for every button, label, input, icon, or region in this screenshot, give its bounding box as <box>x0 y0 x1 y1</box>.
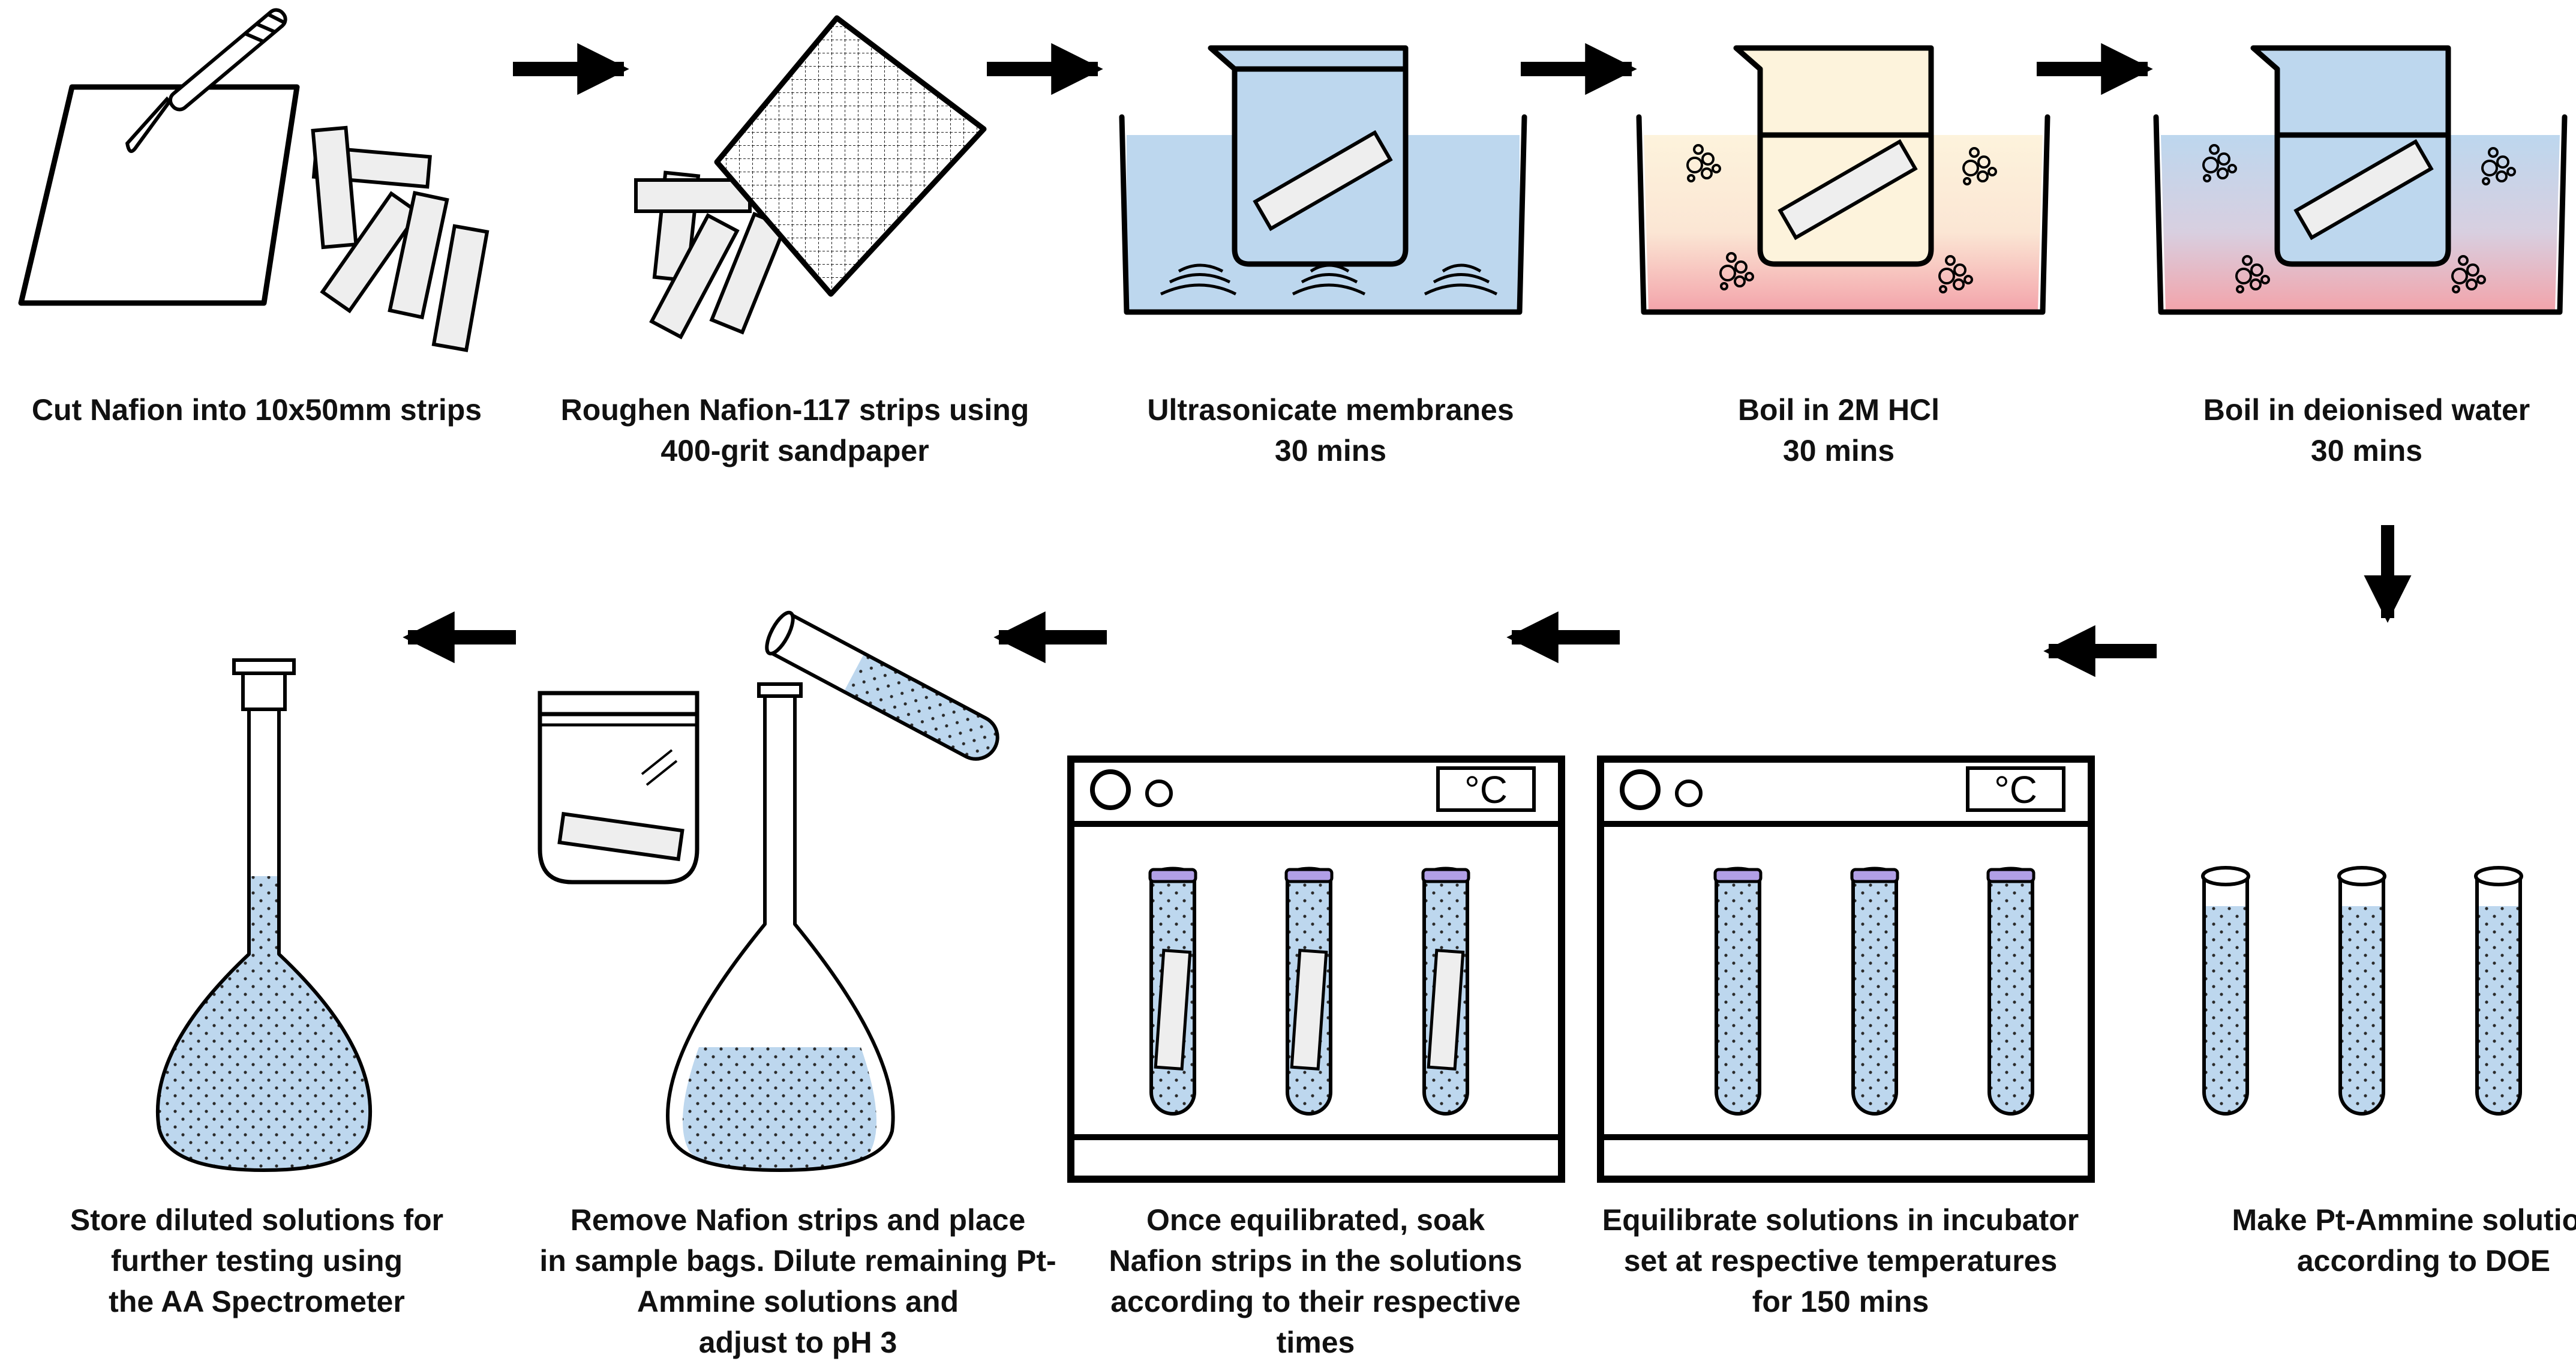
step-captions: Cut Nafion into 10x50mm strips Roughen Na… <box>32 393 2576 1359</box>
caption-line: 30 mins <box>1783 434 1895 467</box>
step-9-dilution <box>538 610 999 1172</box>
step-4-hcl-bath <box>1636 45 2050 315</box>
step-5-caption: Boil in deionised water 30 mins <box>2203 393 2530 467</box>
step-1-caption: Cut Nafion into 10x50mm strips <box>32 393 482 427</box>
caption-line: according to DOE <box>2297 1244 2550 1278</box>
step-2-sandpaper-illustration <box>634 15 987 340</box>
caption-line: Equilibrate solutions in incubator <box>1602 1203 2079 1237</box>
step-9-caption: Remove Nafion strips and place in sample … <box>539 1203 1056 1359</box>
caption-line: Ultrasonicate membranes <box>1147 393 1514 427</box>
caption-line: times <box>1277 1326 1355 1359</box>
step-7-incubator: °C <box>1597 756 2095 1183</box>
step-2-caption: Roughen Nafion-117 strips using 400-grit … <box>561 393 1029 467</box>
temperature-display <box>1966 766 2065 812</box>
step-7-caption: Equilibrate solutions in incubator set at… <box>1602 1203 2079 1318</box>
step-4-caption: Boil in 2M HCl 30 mins <box>1738 393 1939 467</box>
caption-line: according to their respective <box>1110 1285 1521 1318</box>
caption-line: for 150 mins <box>1752 1285 1929 1318</box>
caption-line: Cut Nafion into 10x50mm strips <box>32 393 482 427</box>
step-8-soak-incubator: °C <box>1067 756 1565 1183</box>
caption-line: Boil in deionised water <box>2203 393 2530 427</box>
step-10-caption: Store diluted solutions for further testi… <box>70 1203 443 1318</box>
step-6-test-tubes <box>2201 866 2523 1116</box>
caption-line: 30 mins <box>2311 434 2422 467</box>
caption-line: Store diluted solutions for <box>70 1203 443 1237</box>
caption-line: Once equilibrated, soak <box>1146 1203 1485 1237</box>
caption-line: Nafion strips in the solutions <box>1109 1244 1523 1278</box>
step-3-caption: Ultrasonicate membranes 30 mins <box>1147 393 1514 467</box>
caption-line: Remove Nafion strips and place <box>571 1203 1026 1237</box>
caption-line: Boil in 2M HCl <box>1738 393 1939 427</box>
caption-line: 400-grit sandpaper <box>660 434 929 467</box>
caption-line: Roughen Nafion-117 strips using <box>561 393 1029 427</box>
caption-line: adjust to pH 3 <box>699 1326 897 1359</box>
arrows-row-1 <box>513 43 2412 623</box>
caption-line: in sample bags. Dilute remaining Pt- <box>539 1244 1056 1278</box>
temperature-unit: °C <box>1464 768 1508 811</box>
step-3-ultrasonic-bath <box>1119 45 1527 315</box>
step-5-water-bath <box>2153 45 2568 315</box>
temperature-unit: °C <box>1994 768 2037 811</box>
arrows-row-2 <box>403 611 2157 677</box>
caption-line: further testing using <box>111 1244 403 1278</box>
caption-line: Make Pt-Ammine solutions <box>2232 1203 2576 1237</box>
step-1-cut-illustration <box>18 8 490 352</box>
step-10-flask <box>155 658 373 1172</box>
temperature-display <box>1436 766 1536 812</box>
caption-line: the AA Spectrometer <box>109 1285 405 1318</box>
caption-line: set at respective temperatures <box>1624 1244 2058 1278</box>
caption-line: 30 mins <box>1275 434 1386 467</box>
caption-line: Ammine solutions and <box>637 1285 959 1318</box>
step-6-caption: Make Pt-Ammine solutions according to DOE <box>2232 1203 2576 1278</box>
